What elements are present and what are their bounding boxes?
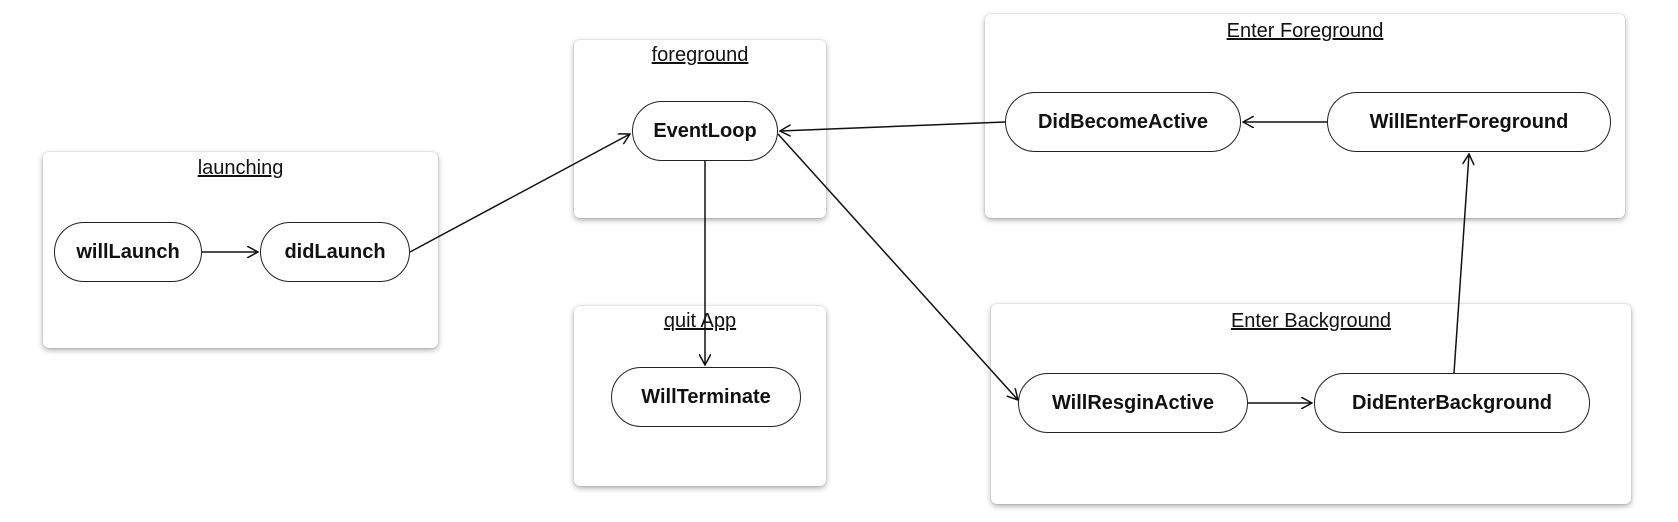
node-did-enter-background: DidEnterBackground (1314, 373, 1590, 433)
group-title-foreground: foreground (651, 44, 749, 66)
node-will-enter-foreground: WillEnterForeground (1327, 92, 1611, 152)
group-title-enter-foreground: Enter Foreground (1226, 20, 1384, 42)
node-will-terminate: WillTerminate (611, 367, 801, 427)
node-will-resign-active: WillResginActive (1018, 373, 1248, 433)
node-did-become-active: DidBecomeActive (1005, 92, 1241, 152)
group-title-enter-background: Enter Background (1230, 310, 1392, 332)
node-event-loop: EventLoop (632, 101, 778, 161)
group-title-quit-app: quit App (663, 310, 737, 332)
node-did-launch: didLaunch (260, 222, 410, 282)
node-will-launch: willLaunch (54, 222, 202, 282)
group-title-launching: launching (197, 157, 284, 179)
